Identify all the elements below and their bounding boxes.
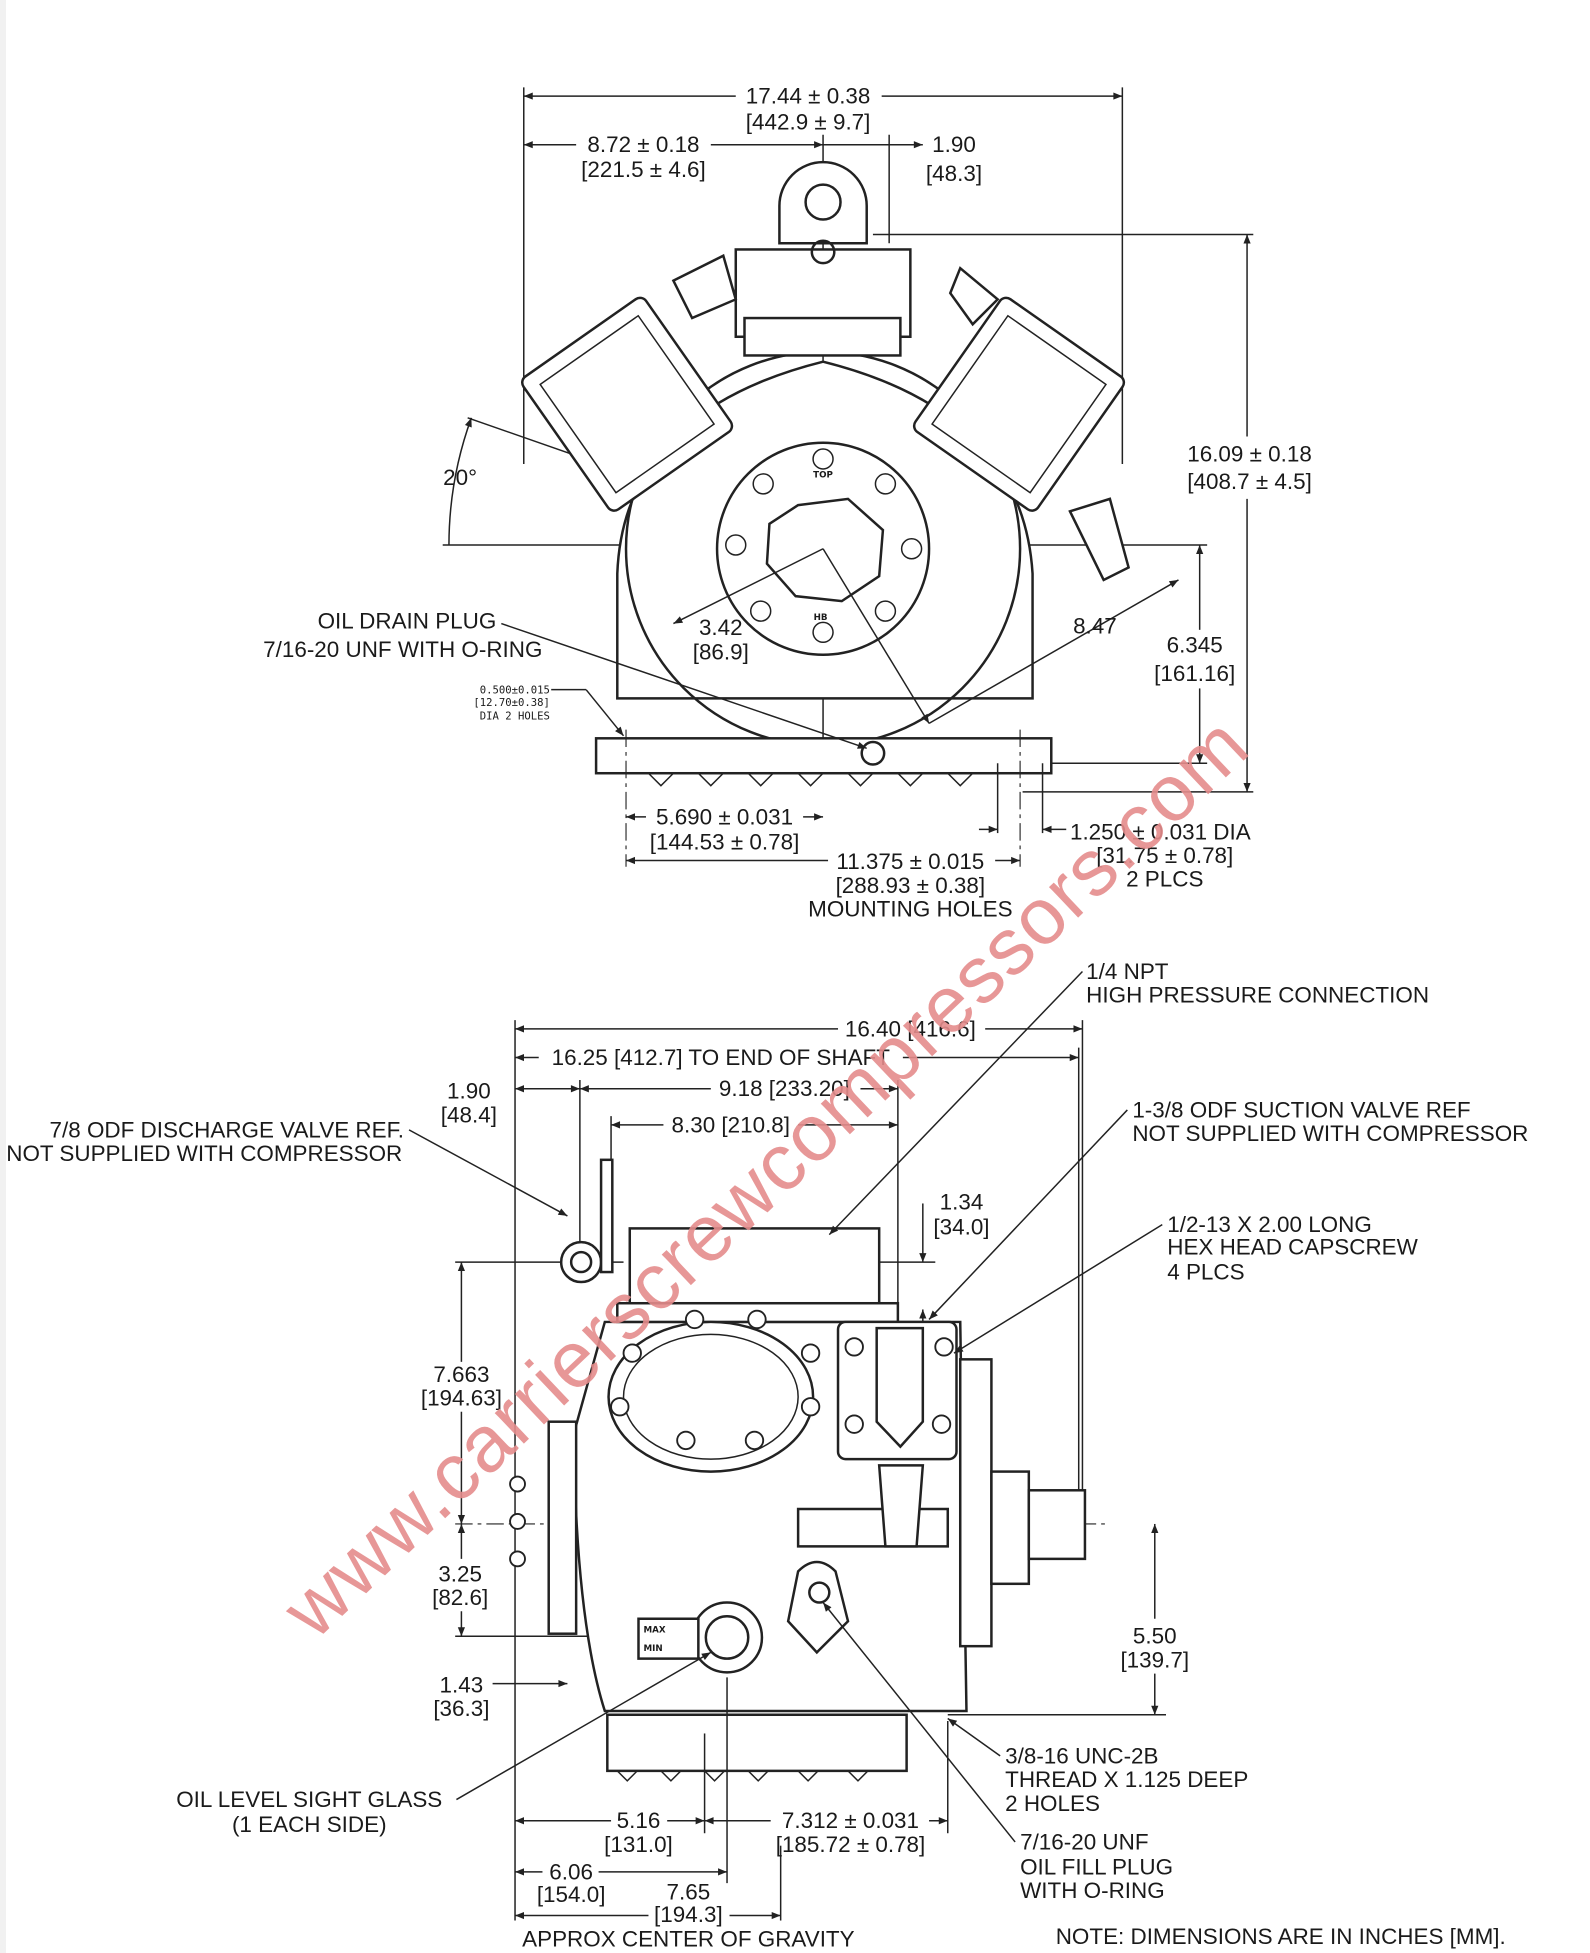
thread-depth: THREAD X 1.125 DEEP [1005,1767,1248,1792]
side-offset-mm: [48.4] [441,1102,497,1127]
capscrew-size: 1/2-13 X 2.00 LONG [1167,1212,1372,1237]
suction-valve-label: 1-3/8 ODF SUCTION VALVE REF [1132,1097,1470,1122]
angle-label: 20° [443,465,477,490]
mount-dia-mm: [31.75 ± 0.78] [1096,843,1233,868]
shaft-height-in: 6.345 [1167,632,1223,657]
dim-516-mm: [131.0] [604,1832,673,1857]
dim-7663-mm: [194.63] [421,1385,502,1410]
oil-fill-label: OIL FILL PLUG [1020,1854,1173,1879]
discharge-valve-label: 7/8 ODF DISCHARGE VALVE REF. [50,1117,405,1142]
oil-fill-note: WITH O-RING [1020,1878,1165,1903]
end-of-shaft: 16.25 [412.7] TO END OF SHAFT [552,1045,891,1070]
dim-606-mm: [154.0] [537,1882,606,1907]
radius-847: 8.47 [1073,614,1117,639]
dim-325-in: 3.25 [438,1561,482,1586]
dim-765-in: 7.65 [667,1879,711,1904]
dimension-note: NOTE: DIMENSIONS ARE IN INCHES [MM]. [1056,1924,1506,1949]
dim-143-in: 1.43 [440,1672,484,1697]
top-mark: TOP [813,471,833,481]
dim-516-in: 5.16 [617,1808,661,1833]
side-offset-in: 1.90 [447,1079,491,1104]
overall-length: 16.40 [416.6] [845,1016,976,1041]
holes-note-desc: DIA 2 HOLES [480,711,550,723]
hole-spacing-mm: [288.93 ± 0.38] [836,873,986,898]
thread-count: 2 HOLES [1005,1791,1100,1816]
page-edge [0,0,6,1953]
sight-glass-label: OIL LEVEL SIGHT GLASS [176,1787,442,1812]
capscrew-type: HEX HEAD CAPSCREW [1167,1235,1418,1260]
dim-7312-mm: [185.72 ± 0.78] [776,1832,926,1857]
capscrew-count: 4 PLCS [1167,1260,1244,1285]
oil-drain-plug-spec: 7/16-20 UNF WITH O-RING [263,637,542,662]
center-of-gravity-label: APPROX CENTER OF GRAVITY [522,1927,854,1952]
hp-connection-label: HIGH PRESSURE CONNECTION [1086,983,1429,1008]
overall-width-mm: [442.9 ± 9.7] [746,110,871,135]
radius-342-in: 3.42 [699,615,743,640]
dim-143-mm: [36.3] [433,1696,489,1721]
top-view-drawing: TOP HB [442,87,1254,867]
radius-342-mm: [86.9] [693,640,749,665]
dim-550-mm: [139.7] [1120,1647,1189,1672]
dim-765-mm: [194.3] [654,1902,723,1927]
half-spacing-in: 5.690 ± 0.031 [656,804,793,829]
sight-glass-max: MAX [643,1625,665,1635]
dim-830: 8.30 [210.8] [672,1112,791,1137]
mount-dia-in: 1.250 ± 0.031 DIA [1070,819,1251,844]
dim-918: 9.18 [233.20] [719,1076,850,1101]
height-in: 16.09 ± 0.18 [1187,441,1312,466]
side-view-drawing: MAX MIN [408,970,1166,1921]
holes-note-in: 0.500±0.015 [480,684,550,696]
height-mm: [408.7 ± 4.5] [1187,469,1312,494]
oil-drain-plug-label: OIL DRAIN PLUG [318,609,497,634]
sight-glass-note: (1 EACH SIDE) [232,1812,387,1837]
hp-connection-size: 1/4 NPT [1086,959,1169,984]
hb-mark: HB [814,613,828,623]
hole-spacing-in: 11.375 ± 0.015 [836,849,984,874]
mount-dia-count: 2 PLCS [1126,867,1203,892]
dim-134-in: 1.34 [940,1190,984,1215]
half-width-in: 8.72 ± 0.18 [587,132,699,157]
top-offset-mm: [48.3] [926,161,982,186]
half-width-mm: [221.5 ± 4.6] [581,157,706,182]
oil-fill-spec: 7/16-20 UNF [1020,1829,1148,1854]
dim-134-mm: [34.0] [933,1215,989,1240]
dim-7312-in: 7.312 ± 0.031 [782,1808,919,1833]
dim-606-in: 6.06 [549,1859,593,1884]
half-spacing-mm: [144.53 ± 0.78] [650,829,800,854]
top-offset-in: 1.90 [932,132,976,157]
overall-width-in: 17.44 ± 0.38 [746,84,871,109]
mounting-holes-label: MOUNTING HOLES [808,897,1012,922]
sight-glass-min: MIN [643,1644,662,1654]
dim-325-mm: [82.6] [432,1585,488,1610]
holes-note-mm: [12.70±0.38] [473,697,550,709]
suction-valve-note: NOT SUPPLIED WITH COMPRESSOR [1132,1121,1528,1146]
dim-550-in: 5.50 [1133,1624,1177,1649]
dim-7663-in: 7.663 [433,1362,489,1387]
thread-spec: 3/8-16 UNC-2B [1005,1743,1158,1768]
shaft-height-mm: [161.16] [1154,661,1235,686]
discharge-valve-note: NOT SUPPLIED WITH COMPRESSOR [6,1141,402,1166]
